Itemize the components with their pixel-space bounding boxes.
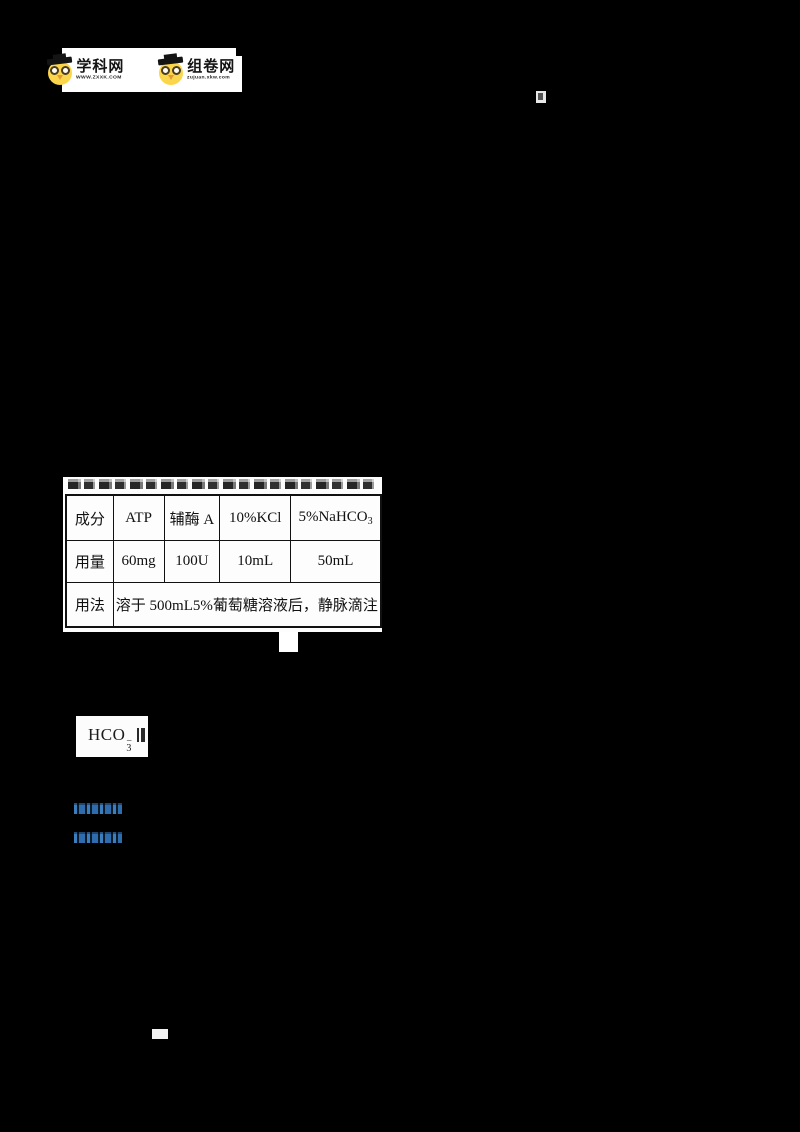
- page-white-fragment: [279, 632, 298, 652]
- clipped-blue-text-1: [74, 803, 122, 814]
- row-header-cell: 成分: [65, 494, 114, 541]
- zujuanwang-logo-title: 组卷网: [187, 58, 236, 75]
- stray-text-fragment: [536, 91, 546, 103]
- table-cell: 5%NaHCO3: [290, 494, 382, 541]
- table-cell: 60mg: [112, 540, 165, 583]
- hco3-formula: HCO−3: [88, 725, 145, 754]
- table-cell: 辅酶 A: [163, 494, 221, 541]
- xuekewang-logo: 学科网 WWW.ZXXK.COM: [44, 53, 153, 86]
- table-row: 成分 ATP 辅酶 A 10%KCl 5%NaHCO3: [65, 494, 382, 541]
- clipped-blue-text-2: [74, 832, 122, 843]
- zujuanwang-logo-url: zujuan.xkw.com: [187, 74, 231, 80]
- table-content-block: 成分 ATP 辅酶 A 10%KCl 5%NaHCO3 用量 60mg 100U…: [63, 477, 382, 632]
- usage-cell: 溶于 500mL5%葡萄糖溶液后，静脉滴注: [112, 582, 382, 628]
- row-header-cell: 用量: [65, 540, 114, 583]
- formula-fragment: HCO−3: [76, 716, 148, 757]
- table-row: 用量 60mg 100U 10mL 50mL: [65, 540, 382, 583]
- owl-mascot-icon: [47, 53, 74, 86]
- overlay-notch: [236, 48, 242, 56]
- clipped-character: [136, 728, 145, 742]
- table-cell: 50mL: [290, 540, 382, 583]
- zujuanwang-logo: 组卷网 zujuan.xkw.com: [155, 53, 259, 86]
- table-cell: ATP: [112, 494, 165, 541]
- table-cell: 10%KCl: [219, 494, 292, 541]
- table-cell: 10mL: [219, 540, 292, 583]
- medicine-composition-table: 成分 ATP 辅酶 A 10%KCl 5%NaHCO3 用量 60mg 100U…: [65, 494, 382, 628]
- row-header-cell: 用法: [65, 582, 114, 628]
- table-cell: 100U: [163, 540, 221, 583]
- xuekewang-logo-url: WWW.ZXXK.COM: [76, 74, 123, 80]
- clipped-text-line: [68, 479, 376, 489]
- site-logo-bar: 学科网 WWW.ZXXK.COM 组卷网 zujuan.xkw.com: [47, 48, 242, 92]
- owl-mascot-icon: [157, 53, 185, 86]
- table-row: 用法 溶于 500mL5%葡萄糖溶液后，静脉滴注: [65, 582, 382, 628]
- xuekewang-logo-title: 学科网: [76, 58, 125, 75]
- page-white-fragment-bottom: [152, 1029, 168, 1039]
